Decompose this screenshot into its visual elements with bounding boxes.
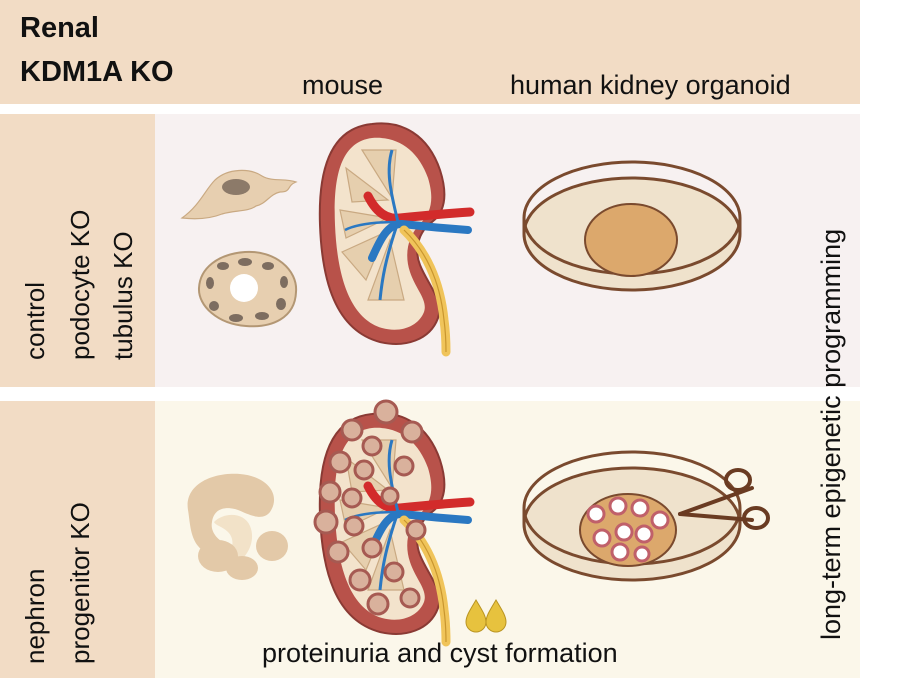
row-label-band-top <box>0 114 155 387</box>
figure-title-line2: KDM1A KO <box>20 56 174 88</box>
side-label-epigenetic-programming: long-term epigenetic programming <box>816 228 846 640</box>
scissors-icon <box>678 468 770 530</box>
row-label-progenitor-ko: progenitor KO <box>65 502 95 664</box>
row-label-podocyte-ko: podocyte KO <box>65 209 95 360</box>
row-label-control: control <box>20 281 50 360</box>
row-label-tubulus-ko: tubulus KO <box>108 231 138 360</box>
column-header-organoid: human kidney organoid <box>510 70 791 100</box>
podocyte-icon <box>180 169 298 220</box>
cyst-icon <box>313 399 427 616</box>
organoid-icon <box>584 203 678 277</box>
petri-dish-icon-control <box>522 160 742 292</box>
kidney-icon-control <box>320 123 470 352</box>
row-panel-top <box>155 114 860 387</box>
caption-proteinuria-cyst-formation: proteinuria and cyst formation <box>262 638 618 668</box>
tubule-cross-section-icon <box>197 250 298 328</box>
urine-drop-icon <box>465 599 507 633</box>
malformed-nephron-icon <box>187 473 288 580</box>
column-header-mouse: mouse <box>302 70 384 100</box>
kidney-icon-cystic <box>320 413 470 642</box>
header-band <box>0 0 860 104</box>
row-label-band-bottom <box>0 401 155 678</box>
row-label-nephron: nephron <box>20 568 50 664</box>
petri-dish-icon-cystic <box>522 450 742 582</box>
figure-title-line1: Renal <box>20 12 99 44</box>
